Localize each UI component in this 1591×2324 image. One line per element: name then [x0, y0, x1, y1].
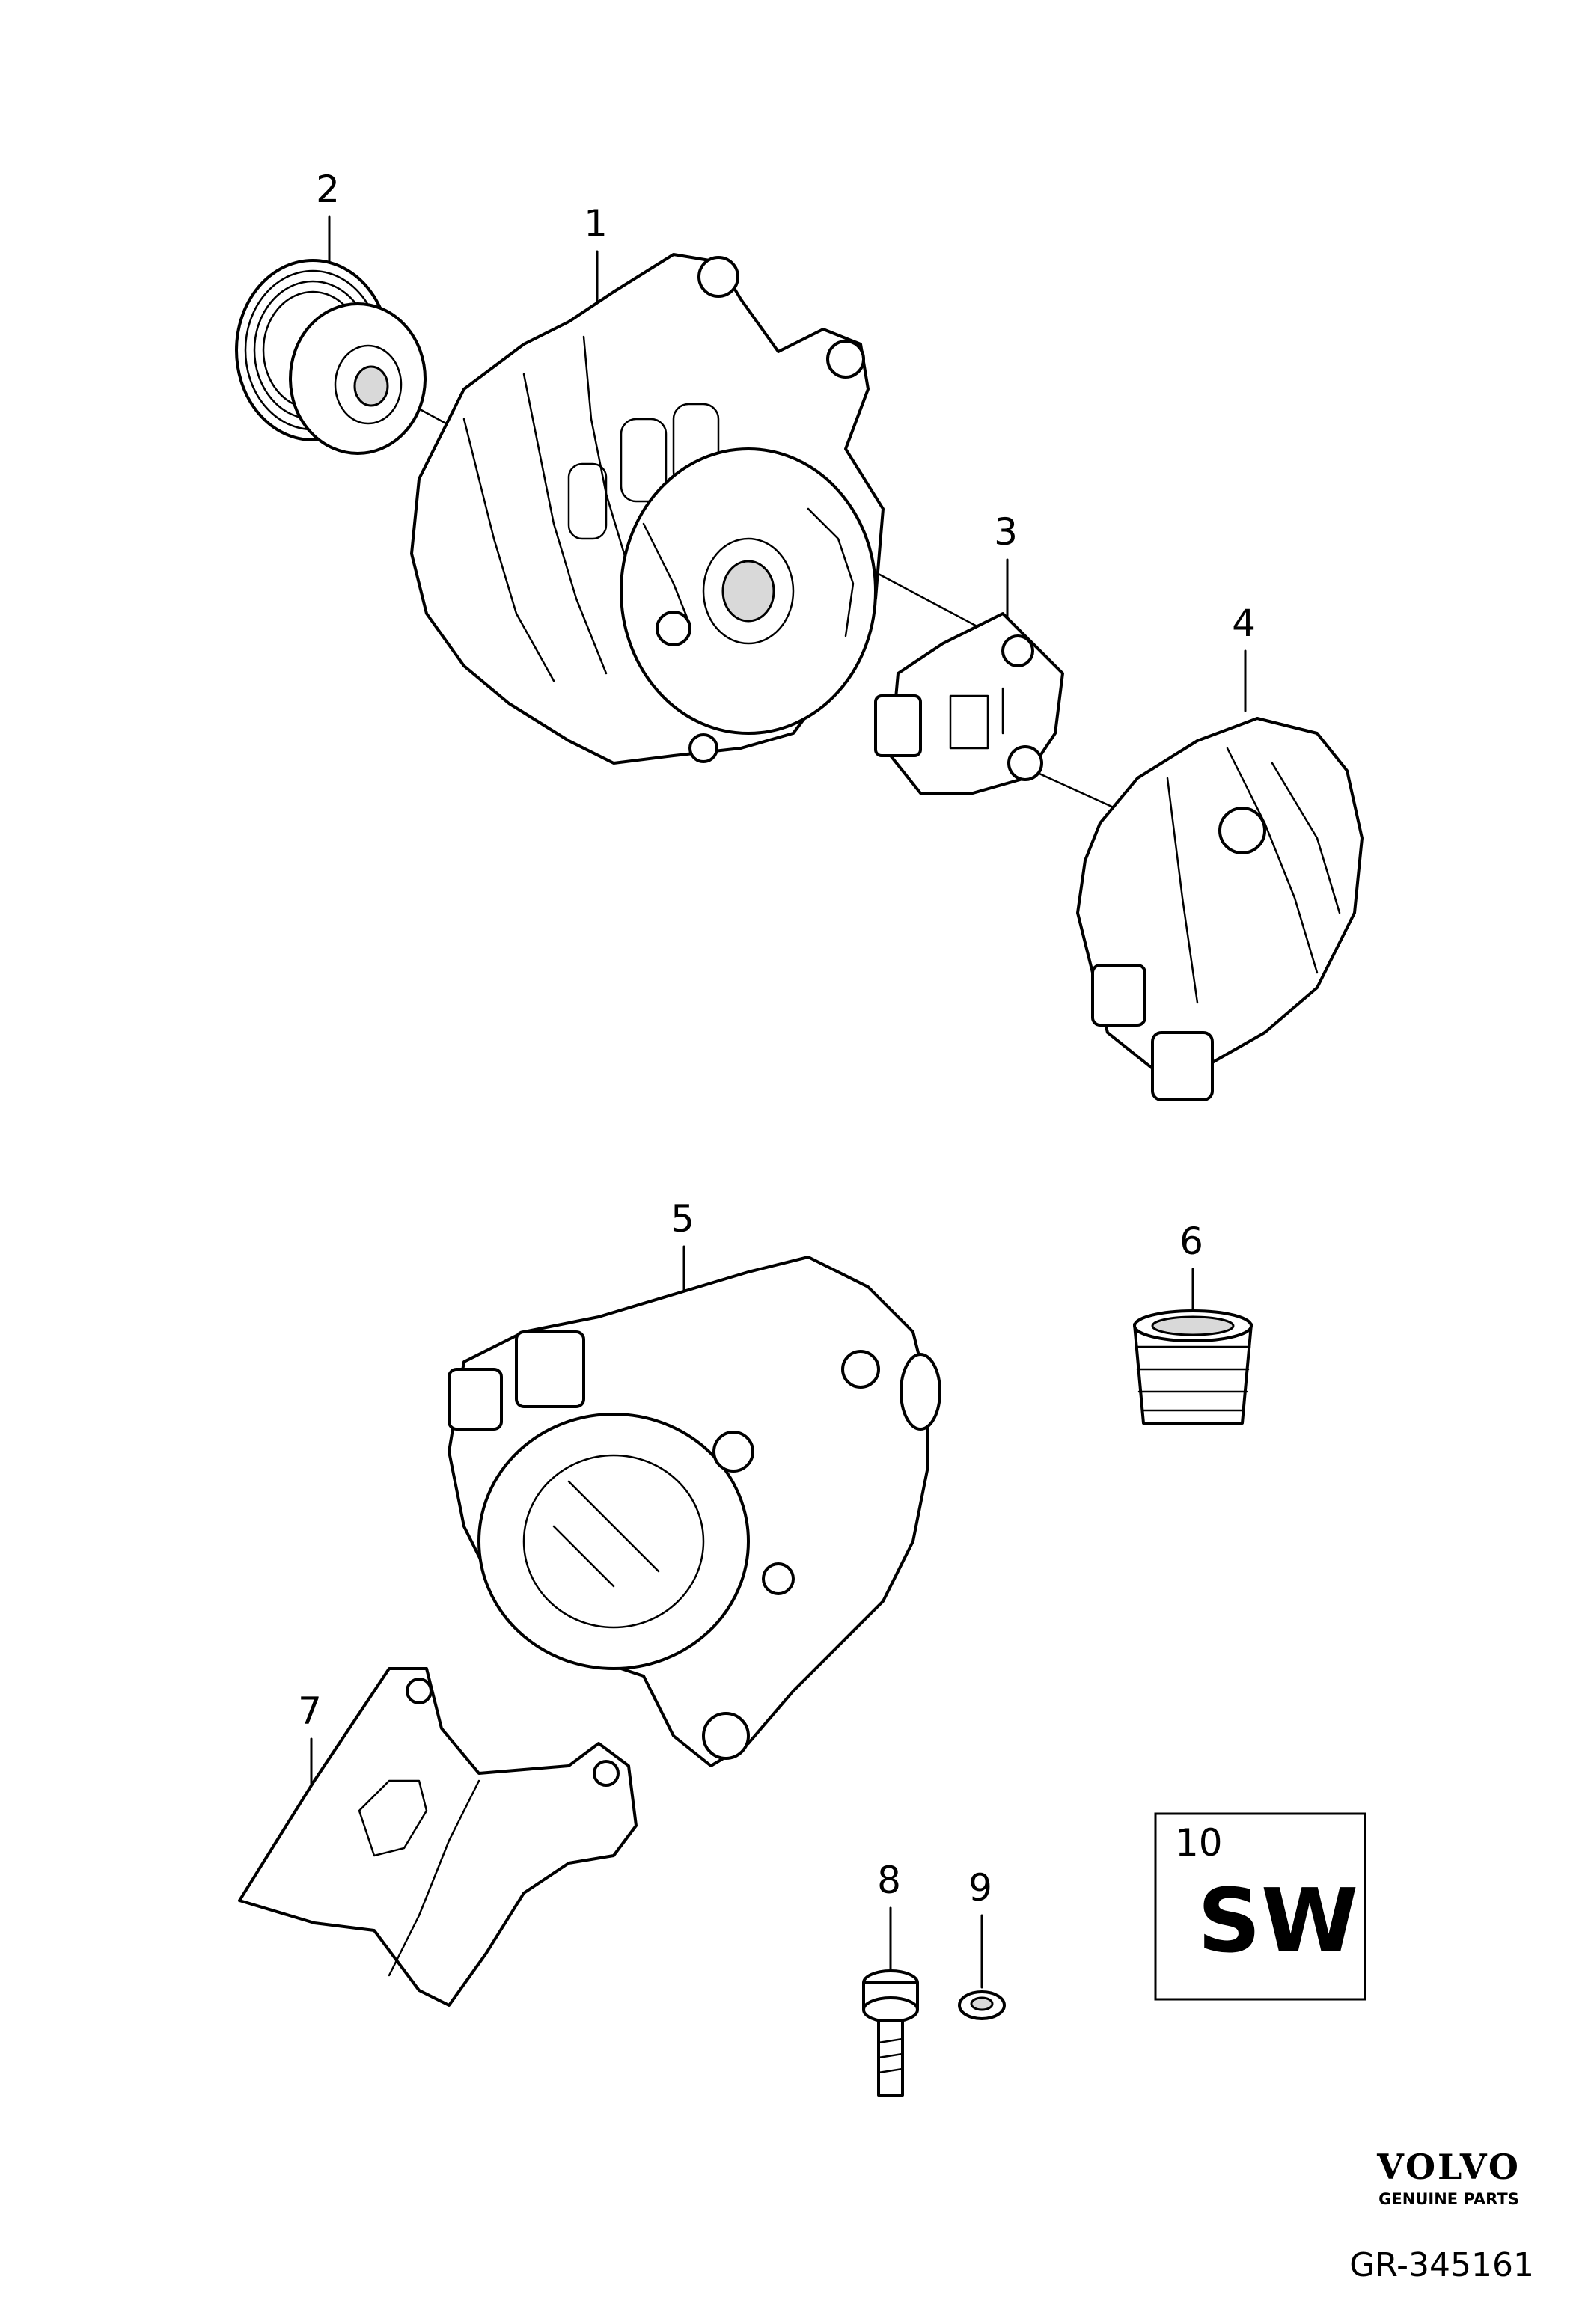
pulley-part-2	[235, 259, 427, 455]
callout-3: 3	[994, 510, 1018, 554]
callout-1: 1	[584, 202, 608, 245]
alternator-part-1	[410, 253, 885, 765]
rear-cover-part-4	[1076, 717, 1364, 1101]
callout-9: 9	[968, 1866, 992, 1909]
callout-6: 6	[1179, 1220, 1203, 1263]
callout-8: 8	[877, 1859, 901, 1902]
software-box-10: 10 SW	[1154, 1812, 1366, 2001]
callout-10: 10	[1175, 1821, 1223, 1865]
callout-2: 2	[316, 168, 340, 211]
brand-tagline: GENUINE PARTS	[1378, 2190, 1519, 2208]
bracket-part-7	[238, 1667, 638, 2007]
sleeve-part-6	[1133, 1309, 1253, 1425]
callout-4: 4	[1232, 602, 1256, 645]
sw-label: SW	[1197, 1869, 1358, 1972]
callout-5: 5	[671, 1197, 694, 1241]
volvo-logo: VOLVO GENUINE PARTS	[1376, 2147, 1521, 2208]
brand-name: VOLVO	[1376, 2147, 1521, 2187]
bolt-part-8	[862, 1969, 919, 2097]
regulator-part-3	[874, 612, 1064, 795]
washer-part-9	[958, 1990, 1006, 2020]
callout-7: 7	[298, 1690, 322, 1733]
alternator-part-5	[448, 1256, 941, 1767]
diagram-reference: GR-345161	[1349, 2246, 1534, 2284]
